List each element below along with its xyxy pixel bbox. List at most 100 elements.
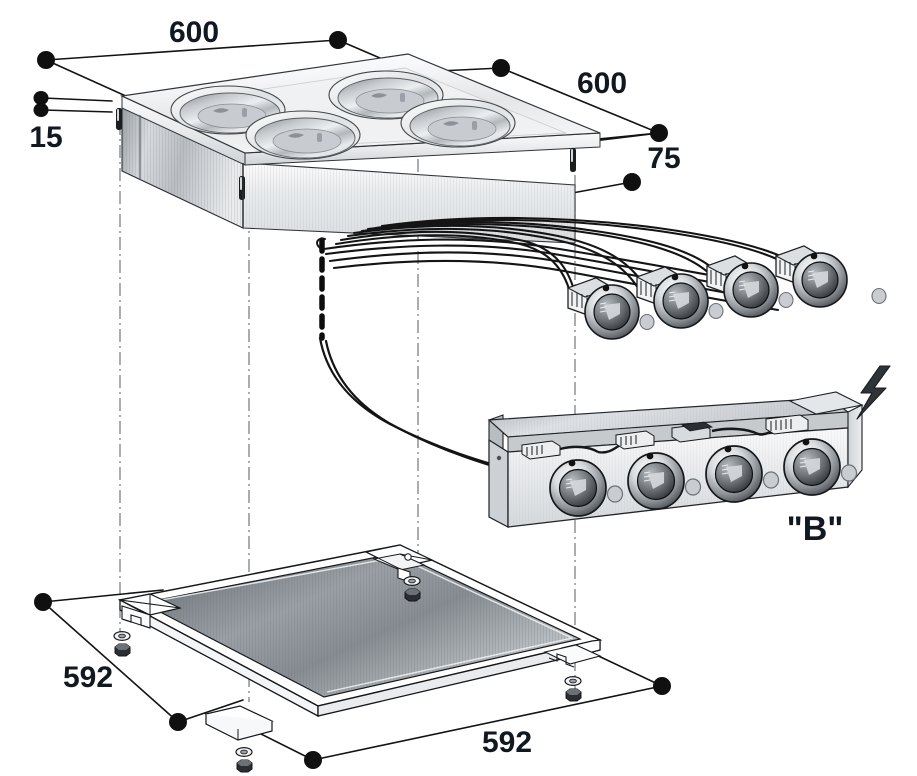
harness-wire [380, 216, 798, 266]
knob-index-dot [602, 284, 610, 292]
knob-pointer [804, 458, 820, 475]
burner-well-tab [317, 133, 322, 142]
callout-label-b: "B" [787, 510, 844, 548]
harness-wire [324, 244, 768, 294]
bracket-hole [404, 553, 412, 561]
panel-open-top-texture [489, 398, 848, 437]
knob-pointer [648, 472, 664, 489]
washer-inner [118, 633, 126, 639]
panel-control-knob[interactable] [627, 452, 685, 510]
internal-switch-block [521, 440, 621, 460]
dimension-592-depth: 592 [482, 726, 532, 759]
burner-well-bottom [272, 128, 342, 154]
harness-wire [374, 218, 792, 268]
dim-592-width-line [42, 601, 179, 723]
panel-control-knob[interactable] [549, 459, 607, 517]
hex-nut-top [237, 760, 252, 766]
knob-graduations [738, 280, 746, 291]
balloon-dot [304, 751, 322, 769]
control-panel-box [487, 391, 864, 528]
panel-internal-components [496, 414, 809, 461]
dimension-balloon-dots [33, 31, 671, 769]
burner-well-tab [400, 93, 405, 102]
gas-valve-assembly [774, 245, 887, 308]
indicator-lamp [778, 291, 794, 309]
burner-well [245, 110, 361, 160]
hex-nut-top [115, 644, 130, 650]
indicator-lamp [639, 313, 655, 331]
cooktop-top-plate [116, 53, 601, 244]
corner-bracket [113, 593, 182, 657]
knob-pointer [570, 479, 586, 496]
corner-bracket [364, 544, 434, 602]
alignment-stud-highlight [240, 177, 242, 190]
knob-index-dot [810, 252, 818, 260]
gas-valve-assembly-group [566, 245, 887, 340]
dim-15-upper-leader [42, 97, 113, 102]
harness-wire [346, 227, 640, 290]
knob-index-dot [671, 273, 679, 281]
indicator-lamp [606, 485, 624, 503]
balloon-dot-small [33, 91, 49, 105]
balloon-dot [329, 31, 347, 49]
dimension-600-width: 600 [169, 16, 219, 49]
gas-valve-assembly [566, 277, 655, 340]
base-pan-corrugation [143, 553, 580, 697]
hex-nut-top [566, 689, 581, 695]
balloon-dot [37, 51, 55, 69]
gas-valve-assembly [705, 255, 794, 318]
knob-graduations [668, 291, 676, 302]
corner-bracket [204, 705, 274, 773]
indicator-lamp [871, 287, 887, 305]
hex-nut-top [405, 589, 420, 595]
balloon-dot [492, 59, 510, 77]
knob-index-dot [724, 445, 732, 453]
internal-switch-block [671, 421, 779, 443]
dim-15-lower-leader [42, 109, 113, 113]
dim-600-depth-line [500, 67, 660, 134]
panel-front-face [488, 438, 509, 528]
harness-wire [339, 230, 578, 300]
gas-valve-assembly [635, 266, 724, 329]
panel-control-knob[interactable] [705, 445, 763, 503]
harness-wire [334, 234, 574, 302]
dimension-600-depth: 600 [577, 67, 627, 100]
balloon-dot [34, 593, 52, 611]
dim-592-width-leader-top [42, 589, 164, 603]
harness-loop [316, 237, 326, 249]
alignment-stud-group [116, 108, 576, 200]
knob-index-dot [568, 459, 576, 467]
dimension-75-height: 75 [647, 142, 680, 175]
knob-pointer [604, 303, 620, 320]
base-pan-inner-edge [149, 556, 575, 693]
internal-switch-block [765, 414, 809, 435]
dim-592-depth-leader-right [589, 651, 663, 687]
balloon-dot [623, 173, 641, 191]
lightning-bolt-icon [856, 365, 891, 420]
knob-pointer [673, 292, 689, 309]
burner-well-slot [213, 108, 229, 113]
base-frame [113, 544, 603, 773]
dimension-592-width: 592 [63, 661, 113, 694]
dimension-geometry [42, 39, 663, 761]
harness-wire [360, 223, 714, 278]
panel-screw [496, 455, 502, 461]
internal-switch-block [615, 430, 655, 450]
indicator-lamp [708, 302, 724, 320]
dim-592-depth-line [312, 685, 663, 761]
balloon-dot [650, 124, 668, 142]
corner-bracket [543, 639, 602, 702]
indicator-lamp [762, 471, 780, 489]
panel-control-knob[interactable] [783, 438, 841, 496]
alignment-stud-highlight [117, 109, 119, 121]
burner-well-slot [443, 121, 459, 126]
knob-graduations [807, 270, 815, 281]
knob-index-dot [802, 438, 810, 446]
harness-wire [332, 259, 780, 312]
cooktop-skirt-left-brush [122, 106, 243, 228]
harness-wire [366, 221, 720, 275]
burner-well-slot [288, 133, 304, 138]
knob-graduations [799, 457, 807, 468]
